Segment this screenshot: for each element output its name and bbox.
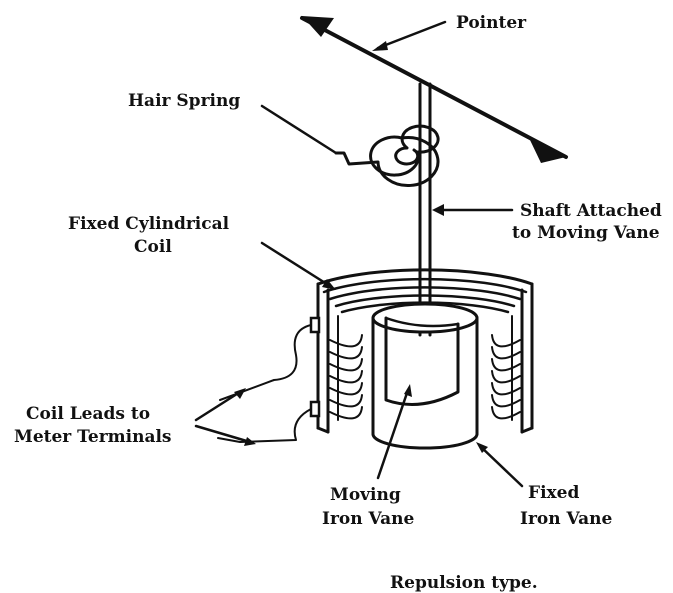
pointer xyxy=(302,16,566,163)
label-coil-leads-line1: Coil Leads to xyxy=(26,404,150,424)
label-moving-vane-line1: Moving xyxy=(330,485,401,505)
label-moving-vane-line2: Iron Vane xyxy=(322,509,415,529)
label-pointer: Pointer xyxy=(456,13,527,33)
label-fixed-vane-line1: Fixed xyxy=(528,483,579,503)
diagram-caption: Repulsion type. xyxy=(390,573,538,593)
label-shaft-line1: Shaft Attached xyxy=(520,201,662,221)
label-fixed-coil-line2: Coil xyxy=(134,237,172,257)
coil-terminals xyxy=(218,318,319,442)
hair-spring xyxy=(336,126,438,185)
label-hair-spring: Hair Spring xyxy=(128,91,240,111)
label-fixed-coil-line1: Fixed Cylindrical xyxy=(68,214,230,234)
pointer-arrowhead-right xyxy=(530,140,566,163)
label-fixed-vane-line2: Iron Vane xyxy=(520,509,613,529)
terminal-upper xyxy=(311,318,319,332)
coil-windings xyxy=(330,335,520,418)
terminal-lower xyxy=(311,402,319,416)
label-shaft-line2: to Moving Vane xyxy=(512,223,660,243)
coil-lead-upper xyxy=(220,325,311,400)
fixed-cylindrical-coil xyxy=(318,270,532,432)
label-coil-leads-line2: Meter Terminals xyxy=(14,427,172,447)
shaft xyxy=(420,84,430,335)
